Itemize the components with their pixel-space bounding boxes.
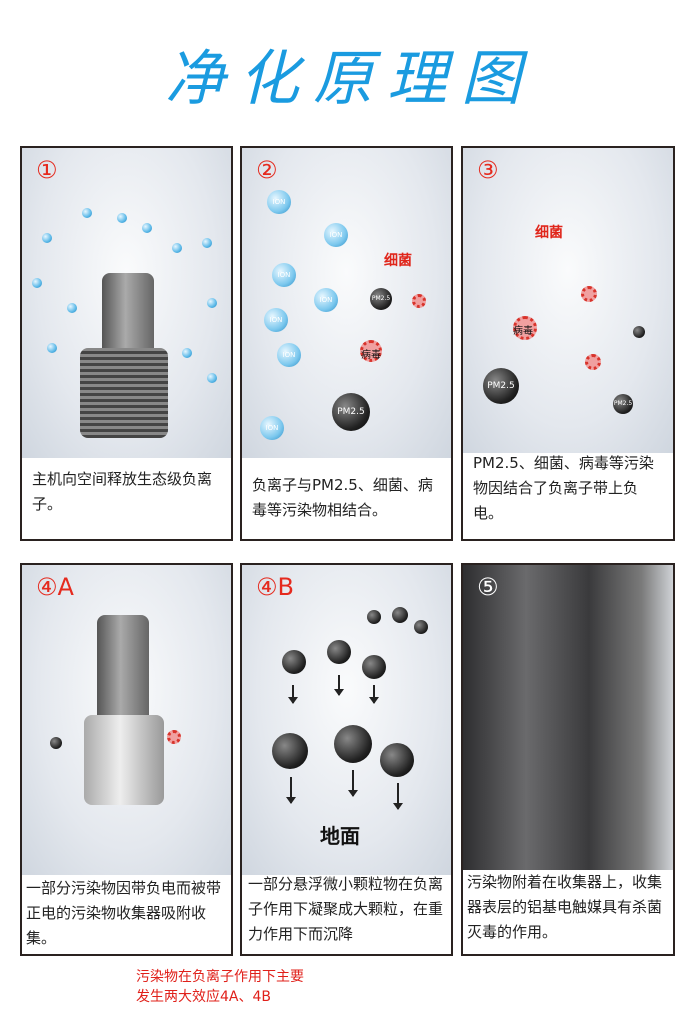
particle-cluster [380, 743, 414, 777]
panel-4a-caption: 一部分污染物因带负电而被带正电的污染物收集器吸附收集。 [26, 879, 222, 947]
ion-particle: ION [324, 223, 348, 247]
ion-particle [82, 208, 92, 218]
particle-cluster [272, 733, 308, 769]
particle-cluster [334, 725, 372, 763]
ion-particle: ION [264, 308, 288, 332]
pm25-particle [50, 737, 62, 749]
virus-particle [585, 354, 601, 370]
panel-1-caption: 主机向空间释放生态级负离子。 [32, 470, 213, 513]
panel-4a: ④A 一部分污染物因带负电而被带正电的污染物收集器吸附收集。 [20, 563, 233, 956]
step-number: ⑤ [477, 573, 499, 601]
step-number: ③ [477, 156, 499, 184]
ion-particle [47, 343, 57, 353]
panel-5-illustration: ⑤ [463, 565, 673, 870]
down-arrow [286, 777, 296, 804]
down-arrow [393, 783, 403, 810]
pm25-particle: PM2.5 [332, 393, 370, 431]
bacteria-label: 细菌 [384, 253, 412, 269]
particle-cluster [367, 610, 381, 624]
panel-5-caption: 污染物附着在收集器上，收集器表层的铝基电触媒具有杀菌灭毒的作用。 [467, 873, 663, 941]
particle-cluster [282, 650, 306, 674]
virus-particle [513, 316, 537, 340]
ground-label: 地面 [320, 824, 360, 848]
ion-particle: ION [314, 288, 338, 312]
ion-particle: ION [277, 343, 301, 367]
panel-1: ① 主机向空间释放生态级负离子。 [20, 146, 233, 541]
down-arrow [334, 675, 344, 696]
virus-label: 病毒 [361, 350, 381, 361]
ion-particle [202, 238, 212, 248]
pm25-particle [633, 326, 645, 338]
pm25-particle: PM2.5 [370, 288, 392, 310]
step-number: ① [36, 156, 58, 184]
note-line-1: 污染物在负离子作用下主要 [136, 969, 304, 985]
virus-particle [360, 340, 382, 362]
panel-3-caption: PM2.5、细菌、病毒等污染物因结合了负离子带上负电。 [473, 454, 654, 522]
step-number: ④B [256, 573, 294, 601]
virus-particle [412, 294, 426, 308]
virus-label: 病毒 [513, 326, 533, 337]
virus-particle [581, 286, 597, 302]
particle-cluster [414, 620, 428, 634]
virus-particle [167, 730, 181, 744]
down-arrow [348, 770, 358, 797]
ion-particle [142, 223, 152, 233]
panel-5: ⑤ 污染物附着在收集器上，收集器表层的铝基电触媒具有杀菌灭毒的作用。 [461, 563, 675, 956]
down-arrow [369, 685, 379, 704]
effects-note: 污染物在负离子作用下主要 发生两大效应4A、4B [136, 967, 304, 1007]
ion-particle [42, 233, 52, 243]
ion-particle [32, 278, 42, 288]
panel-4b-caption: 一部分悬浮微小颗粒物在负离子作用下凝聚成大颗粒，在重力作用下而沉降 [248, 875, 444, 943]
purifier-base [80, 348, 168, 438]
down-arrow [288, 685, 298, 704]
pm25-particle: PM2.5 [483, 368, 519, 404]
purifier-device [97, 615, 149, 725]
step-number: ② [256, 156, 278, 184]
ion-particle [117, 213, 127, 223]
particle-cluster [362, 655, 386, 679]
ion-particle [67, 303, 77, 313]
ion-particle [207, 373, 217, 383]
particle-cluster [327, 640, 351, 664]
ion-particle: ION [272, 263, 296, 287]
panel-2-illustration: ② ION ION ION ION ION ION ION 细菌 PM2.5 病… [242, 148, 451, 458]
ion-particle: ION [260, 416, 284, 440]
panel-4b: ④B 地面 一部分悬浮微小颗粒物在负离子作用下凝聚成大颗粒，在重力作用下而沉降 [240, 563, 453, 956]
panel-3-illustration: ③ 细菌 病毒 PM2.5 PM2.5 [463, 148, 673, 453]
collector-ring [84, 715, 164, 805]
pm25-particle: PM2.5 [613, 394, 633, 414]
panel-2-caption: 负离子与PM2.5、细菌、病毒等污染物相结合。 [252, 476, 433, 519]
panel-1-illustration: ① [22, 148, 231, 458]
panel-3: ③ 细菌 病毒 PM2.5 PM2.5 PM2.5、细菌、病毒等污染物因结合了负… [461, 146, 675, 541]
ion-particle [182, 348, 192, 358]
purifier-device [102, 273, 154, 358]
page-title: 净化原理图 [165, 44, 535, 114]
panel-2: ② ION ION ION ION ION ION ION 细菌 PM2.5 病… [240, 146, 453, 541]
bacteria-label: 细菌 [535, 225, 563, 241]
ion-particle: ION [267, 190, 291, 214]
panel-4b-illustration: ④B 地面 [242, 565, 451, 875]
panel-4a-illustration: ④A [22, 565, 231, 875]
step-number: ④A [36, 573, 74, 601]
ion-particle [207, 298, 217, 308]
particle-cluster [392, 607, 408, 623]
note-line-2: 发生两大效应4A、4B [136, 989, 271, 1005]
ion-particle [172, 243, 182, 253]
